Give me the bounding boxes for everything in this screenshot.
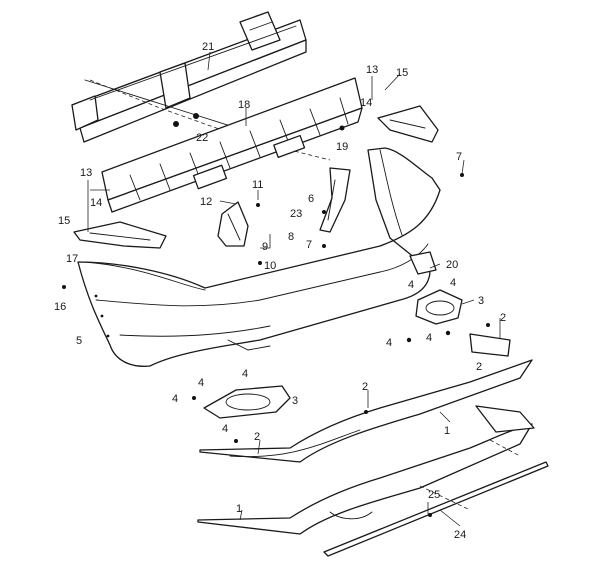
callout-1-upper: 1 <box>444 425 450 437</box>
callout-4-e: 4 <box>242 368 248 380</box>
callout-6: 6 <box>308 193 314 205</box>
callout-19: 19 <box>336 141 348 153</box>
callout-8: 8 <box>288 231 294 243</box>
callout-15-right: 15 <box>396 67 408 79</box>
callout-13-left: 13 <box>80 167 92 179</box>
callout-25: 25 <box>428 489 440 501</box>
callout-22: 22 <box>196 132 208 144</box>
callout-1-lower: 1 <box>236 503 242 515</box>
part-upper-bracket-left <box>73 221 167 249</box>
callout-9: 9 <box>262 241 268 253</box>
callout-14-right: 14 <box>360 97 372 109</box>
callout-20: 20 <box>446 259 458 271</box>
part-guide-bracket-center <box>217 201 249 247</box>
callout-4-h: 4 <box>222 423 228 435</box>
callout-5: 5 <box>76 335 82 347</box>
callout-24: 24 <box>454 529 466 541</box>
callout-2-left: 2 <box>254 431 260 443</box>
callout-4-a: 4 <box>408 279 414 291</box>
callout-7-right: 7 <box>456 151 462 163</box>
callout-17: 17 <box>66 253 78 265</box>
callout-10: 10 <box>264 260 276 272</box>
part-trim-strip <box>323 461 549 557</box>
part-exhaust-tip-left <box>203 385 291 419</box>
part-lower-valance-lower <box>197 405 535 535</box>
callout-18: 18 <box>238 99 250 111</box>
callout-2-center: 2 <box>362 381 368 393</box>
part-upper-bracket-right <box>377 105 439 143</box>
callout-21: 21 <box>202 41 214 53</box>
part-lower-valance-upper <box>199 333 533 463</box>
part-guide-bracket-right <box>319 167 351 233</box>
callout-4-b: 4 <box>450 277 456 289</box>
callout-7-center: 7 <box>306 239 312 251</box>
callout-15-left: 15 <box>58 215 70 227</box>
callout-3-right: 3 <box>478 295 484 307</box>
part-energy-absorber <box>101 77 363 213</box>
callout-12: 12 <box>200 196 212 208</box>
callout-23: 23 <box>290 208 302 220</box>
part-sensor-bracket <box>409 251 437 275</box>
callout-3-left: 3 <box>292 395 298 407</box>
callout-4-f: 4 <box>198 377 204 389</box>
callout-11: 11 <box>252 179 263 191</box>
part-exhaust-tip-right <box>415 289 463 325</box>
callout-2-right-lower: 2 <box>476 361 482 373</box>
callout-16: 16 <box>54 301 66 313</box>
callout-4-c: 4 <box>386 337 392 349</box>
callout-14-left: 14 <box>90 197 102 209</box>
part-reinforcement-beam <box>71 11 307 143</box>
callout-13-right: 13 <box>366 64 378 76</box>
callout-4-d: 4 <box>426 332 432 344</box>
callout-4-g: 4 <box>172 393 178 405</box>
callout-2-right-upper: 2 <box>500 312 506 324</box>
